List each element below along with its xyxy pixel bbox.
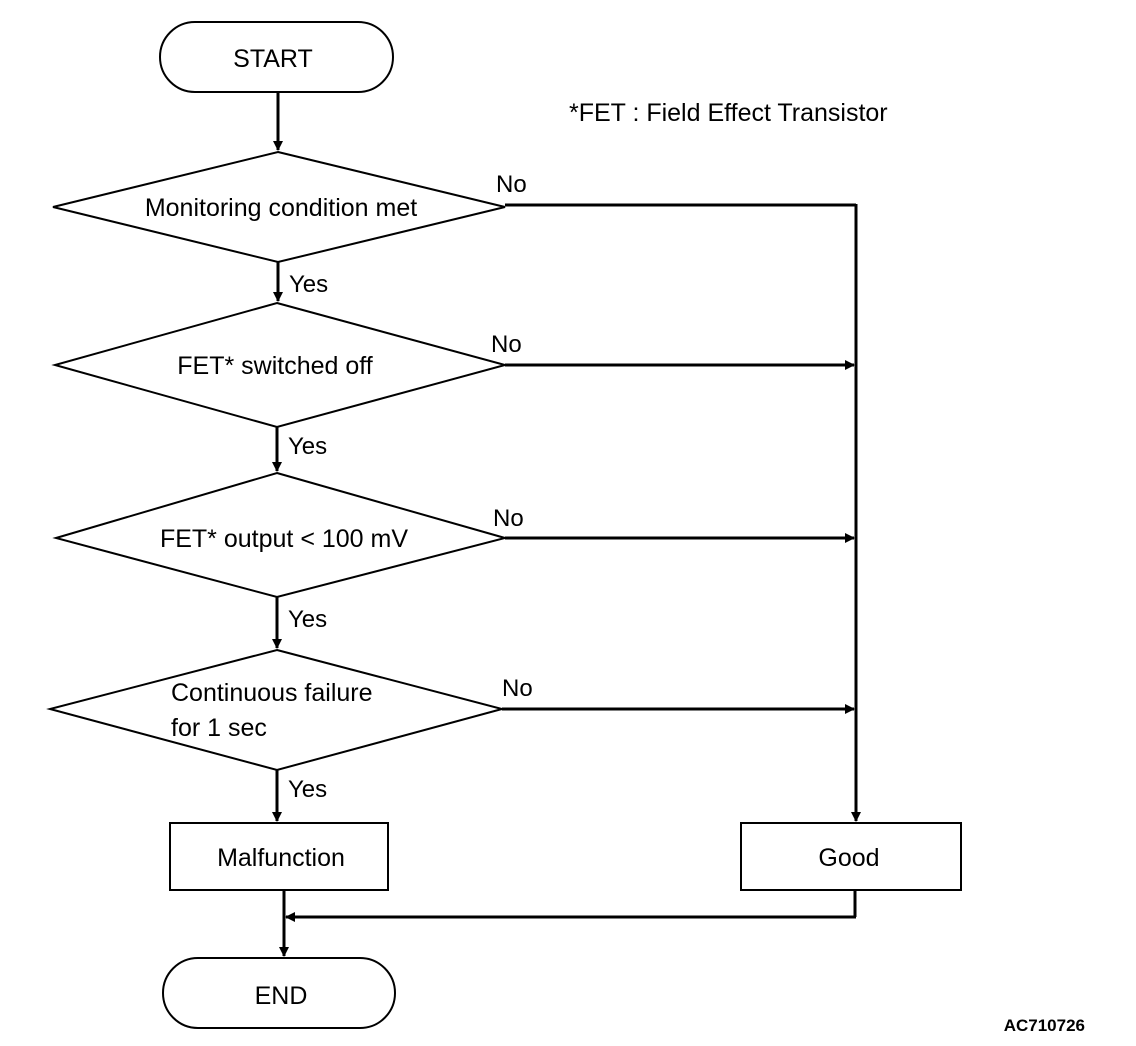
decision-fet-output-label: FET* output < 100 mV xyxy=(160,525,408,553)
decision-fet-switched-off-label: FET* switched off xyxy=(177,352,373,380)
end-terminal: END xyxy=(162,957,396,1029)
label-cond4-no: No xyxy=(502,675,533,702)
label-cond1-yes: Yes xyxy=(289,271,328,298)
footnote: *FET : Field Effect Transistor xyxy=(569,99,888,127)
decision-continuous-failure: Continuous failure for 1 sec xyxy=(46,648,506,772)
decision-monitoring-condition-label: Monitoring condition met xyxy=(145,194,417,222)
malfunction-label: Malfunction xyxy=(217,844,345,872)
good-box: Good xyxy=(740,822,962,891)
label-cond1-no: No xyxy=(496,171,527,198)
label-cond2-no: No xyxy=(491,331,522,358)
label-cond3-no: No xyxy=(493,505,524,532)
good-label: Good xyxy=(818,844,879,872)
label-cond3-yes: Yes xyxy=(288,606,327,633)
end-label: END xyxy=(255,982,308,1010)
decision-continuous-failure-label-line1: Continuous failure xyxy=(171,679,373,707)
label-cond4-yes: Yes xyxy=(288,776,327,803)
figure-code: AC710726 xyxy=(1004,1016,1085,1035)
malfunction-box: Malfunction xyxy=(169,822,389,891)
start-terminal: START xyxy=(159,21,394,93)
decision-fet-output: FET* output < 100 mV xyxy=(52,471,509,599)
decision-continuous-failure-label-line2: for 1 sec xyxy=(171,714,267,742)
decision-fet-switched-off: FET* switched off xyxy=(51,301,509,429)
label-cond2-yes: Yes xyxy=(288,433,327,460)
start-label: START xyxy=(233,45,313,73)
decision-monitoring-condition: Monitoring condition met xyxy=(52,150,506,264)
